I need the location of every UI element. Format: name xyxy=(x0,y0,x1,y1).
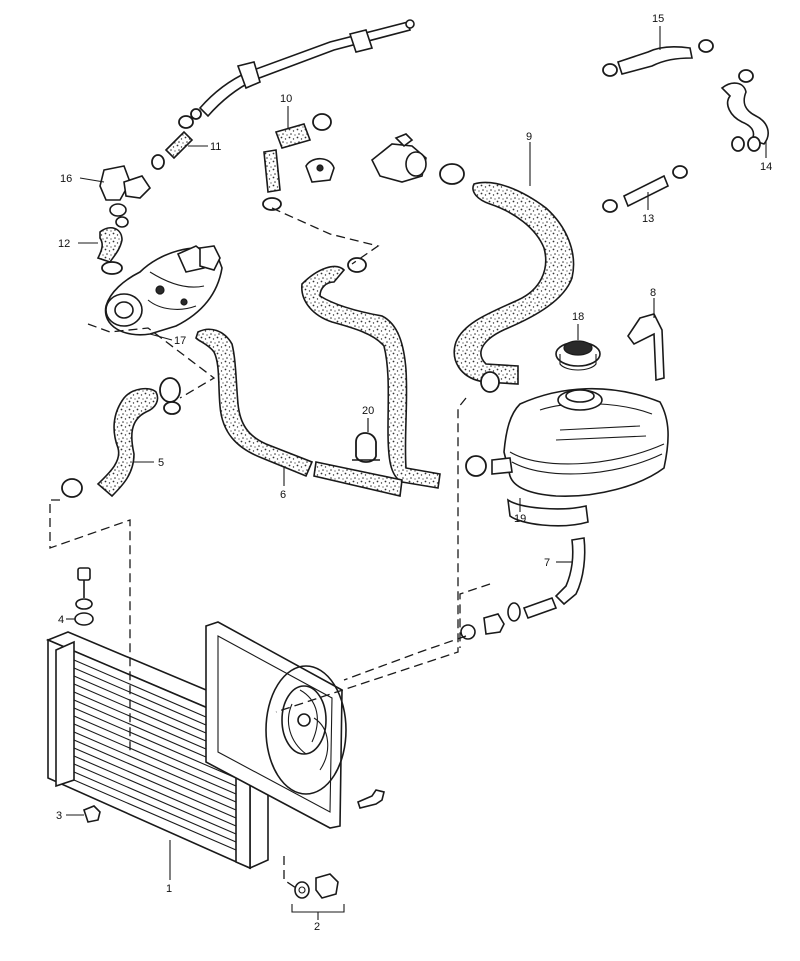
fan-shroud xyxy=(205,621,347,829)
hose-13 xyxy=(602,165,688,213)
callout-17: 17 xyxy=(174,335,186,347)
callout-labels: 1 2 3 4 5 6 7 8 9 10 11 12 13 14 15 16 1… xyxy=(56,13,772,933)
hose-8 xyxy=(627,313,665,382)
callout-3: 3 xyxy=(56,810,62,822)
callout-9: 9 xyxy=(526,131,532,143)
callout-18: 18 xyxy=(572,311,584,323)
leader-lines xyxy=(78,26,767,880)
callout-20: 20 xyxy=(362,405,374,417)
hose-15 xyxy=(602,39,714,77)
tank-cap xyxy=(555,340,601,371)
hose-middle xyxy=(301,257,441,497)
clamp-20 xyxy=(352,418,380,463)
shroud-screw xyxy=(357,789,385,809)
callout-16: 16 xyxy=(60,173,72,185)
callout-15: 15 xyxy=(652,13,664,25)
bolt-3 xyxy=(66,805,101,823)
callout-1: 1 xyxy=(166,883,172,895)
hose-5 xyxy=(61,377,181,498)
mount-nut-2 xyxy=(291,873,345,920)
vent-pipe xyxy=(198,19,415,118)
callout-19: 19 xyxy=(514,513,526,525)
hose-11 xyxy=(151,108,202,170)
connection-lines xyxy=(49,207,491,889)
coolant-outlet xyxy=(370,133,465,185)
hose-7 xyxy=(460,455,586,640)
thermostat-housing xyxy=(104,245,223,336)
mount-bolt-4 xyxy=(66,567,94,626)
callout-4: 4 xyxy=(58,614,64,626)
callout-14: 14 xyxy=(760,161,772,173)
callout-7: 7 xyxy=(544,557,550,569)
sensor-housing xyxy=(99,165,152,228)
callout-8: 8 xyxy=(650,287,656,299)
callout-10: 10 xyxy=(280,93,292,105)
callout-12: 12 xyxy=(58,238,70,250)
callout-5: 5 xyxy=(158,457,164,469)
expansion-tank xyxy=(491,387,669,527)
pipe-fitting xyxy=(305,157,335,183)
hose-6 xyxy=(195,328,314,478)
hose-12 xyxy=(96,227,123,275)
callout-11: 11 xyxy=(210,141,221,153)
callout-13: 13 xyxy=(642,213,654,225)
callout-2: 2 xyxy=(314,921,320,933)
callout-6: 6 xyxy=(280,489,286,501)
hose-10 xyxy=(262,113,332,211)
hose-14 xyxy=(720,69,769,152)
hose-9 xyxy=(453,181,575,393)
